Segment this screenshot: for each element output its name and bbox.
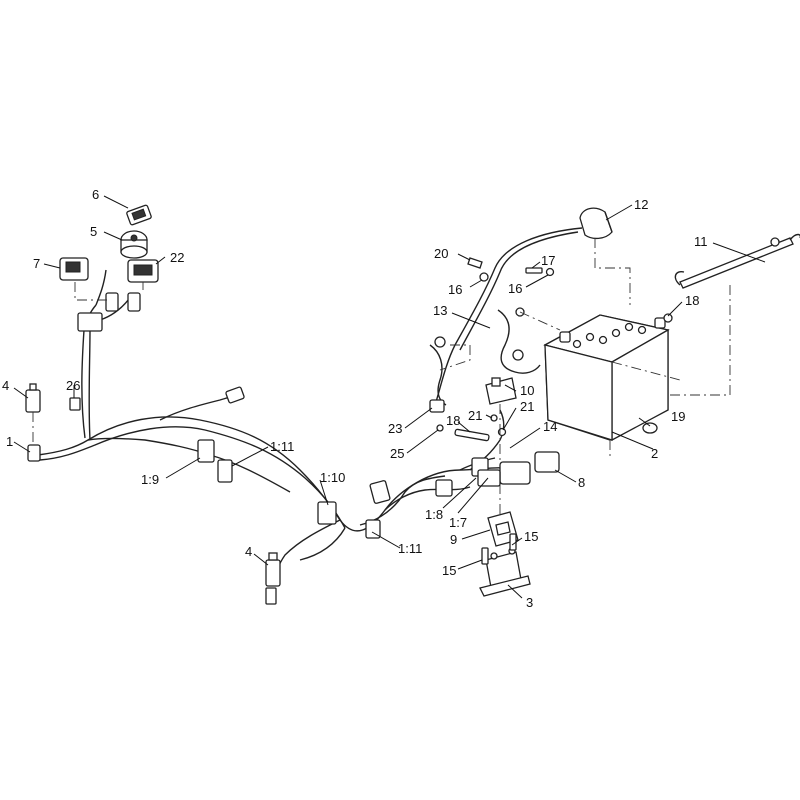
- callout-1-10: 1:10: [320, 470, 345, 485]
- callout-16-right: 16: [508, 281, 522, 296]
- callout-4-bottom: 4: [245, 544, 252, 559]
- callout-12: 12: [634, 197, 648, 212]
- negative-cable: [497, 309, 541, 374]
- callout-1-7: 1:7: [449, 515, 467, 530]
- clip-26: [69, 397, 81, 411]
- callout-1-8: 1:8: [425, 507, 443, 522]
- callout-18-right: 18: [685, 293, 699, 308]
- callout-17: 17: [541, 253, 555, 268]
- callout-15-right: 15: [524, 529, 538, 544]
- seat-switch: [25, 383, 41, 413]
- relay-module: [477, 451, 560, 487]
- indicator-switch: [127, 259, 159, 283]
- callout-6: 6: [92, 187, 99, 202]
- switch-plug: [27, 444, 41, 462]
- callout-8: 8: [578, 475, 585, 490]
- callout-1-11-b: 1:11: [398, 541, 422, 556]
- callout-11: 11: [694, 234, 708, 249]
- callout-7: 7: [33, 256, 40, 271]
- callout-5: 5: [90, 224, 97, 239]
- callout-13: 13: [433, 303, 447, 318]
- callout-3: 3: [526, 595, 533, 610]
- callout-labels: 1 1:9 1:11 1:10 1:11 1:8 1:7 2 3 4 4 5 6…: [2, 187, 708, 610]
- callout-25: 25: [390, 446, 404, 461]
- callout-22: 22: [170, 250, 184, 265]
- callout-1: 1: [6, 434, 13, 449]
- callout-19: 19: [671, 409, 685, 424]
- callout-15-left: 15: [442, 563, 456, 578]
- callout-2: 2: [651, 446, 658, 461]
- battery-strap: [674, 233, 800, 289]
- relay-bracket: [485, 377, 517, 405]
- rocker-switch: [59, 257, 89, 281]
- callout-14: 14: [543, 419, 557, 434]
- terminal-cover: [579, 207, 613, 240]
- callout-9: 9: [450, 532, 457, 547]
- harness-connectors: [77, 292, 489, 539]
- callout-10: 10: [520, 383, 534, 398]
- callout-21-right: 21: [520, 399, 534, 414]
- key-switch: [120, 230, 148, 259]
- callout-20: 20: [434, 246, 448, 261]
- callout-16-left: 16: [448, 282, 462, 297]
- callout-26: 26: [66, 378, 80, 393]
- callout-21-left: 21: [468, 408, 482, 423]
- callout-1-11-a: 1:11: [270, 439, 294, 454]
- callout-1-9: 1:9: [141, 472, 159, 487]
- callout-18-left: 18: [446, 413, 460, 428]
- switch-cap: [126, 204, 152, 226]
- interlock-switch: [265, 552, 281, 605]
- callout-4-top: 4: [2, 378, 9, 393]
- battery: [543, 314, 670, 442]
- leader-lines: [13, 195, 766, 599]
- positive-cable: [434, 227, 583, 406]
- callout-23: 23: [388, 421, 402, 436]
